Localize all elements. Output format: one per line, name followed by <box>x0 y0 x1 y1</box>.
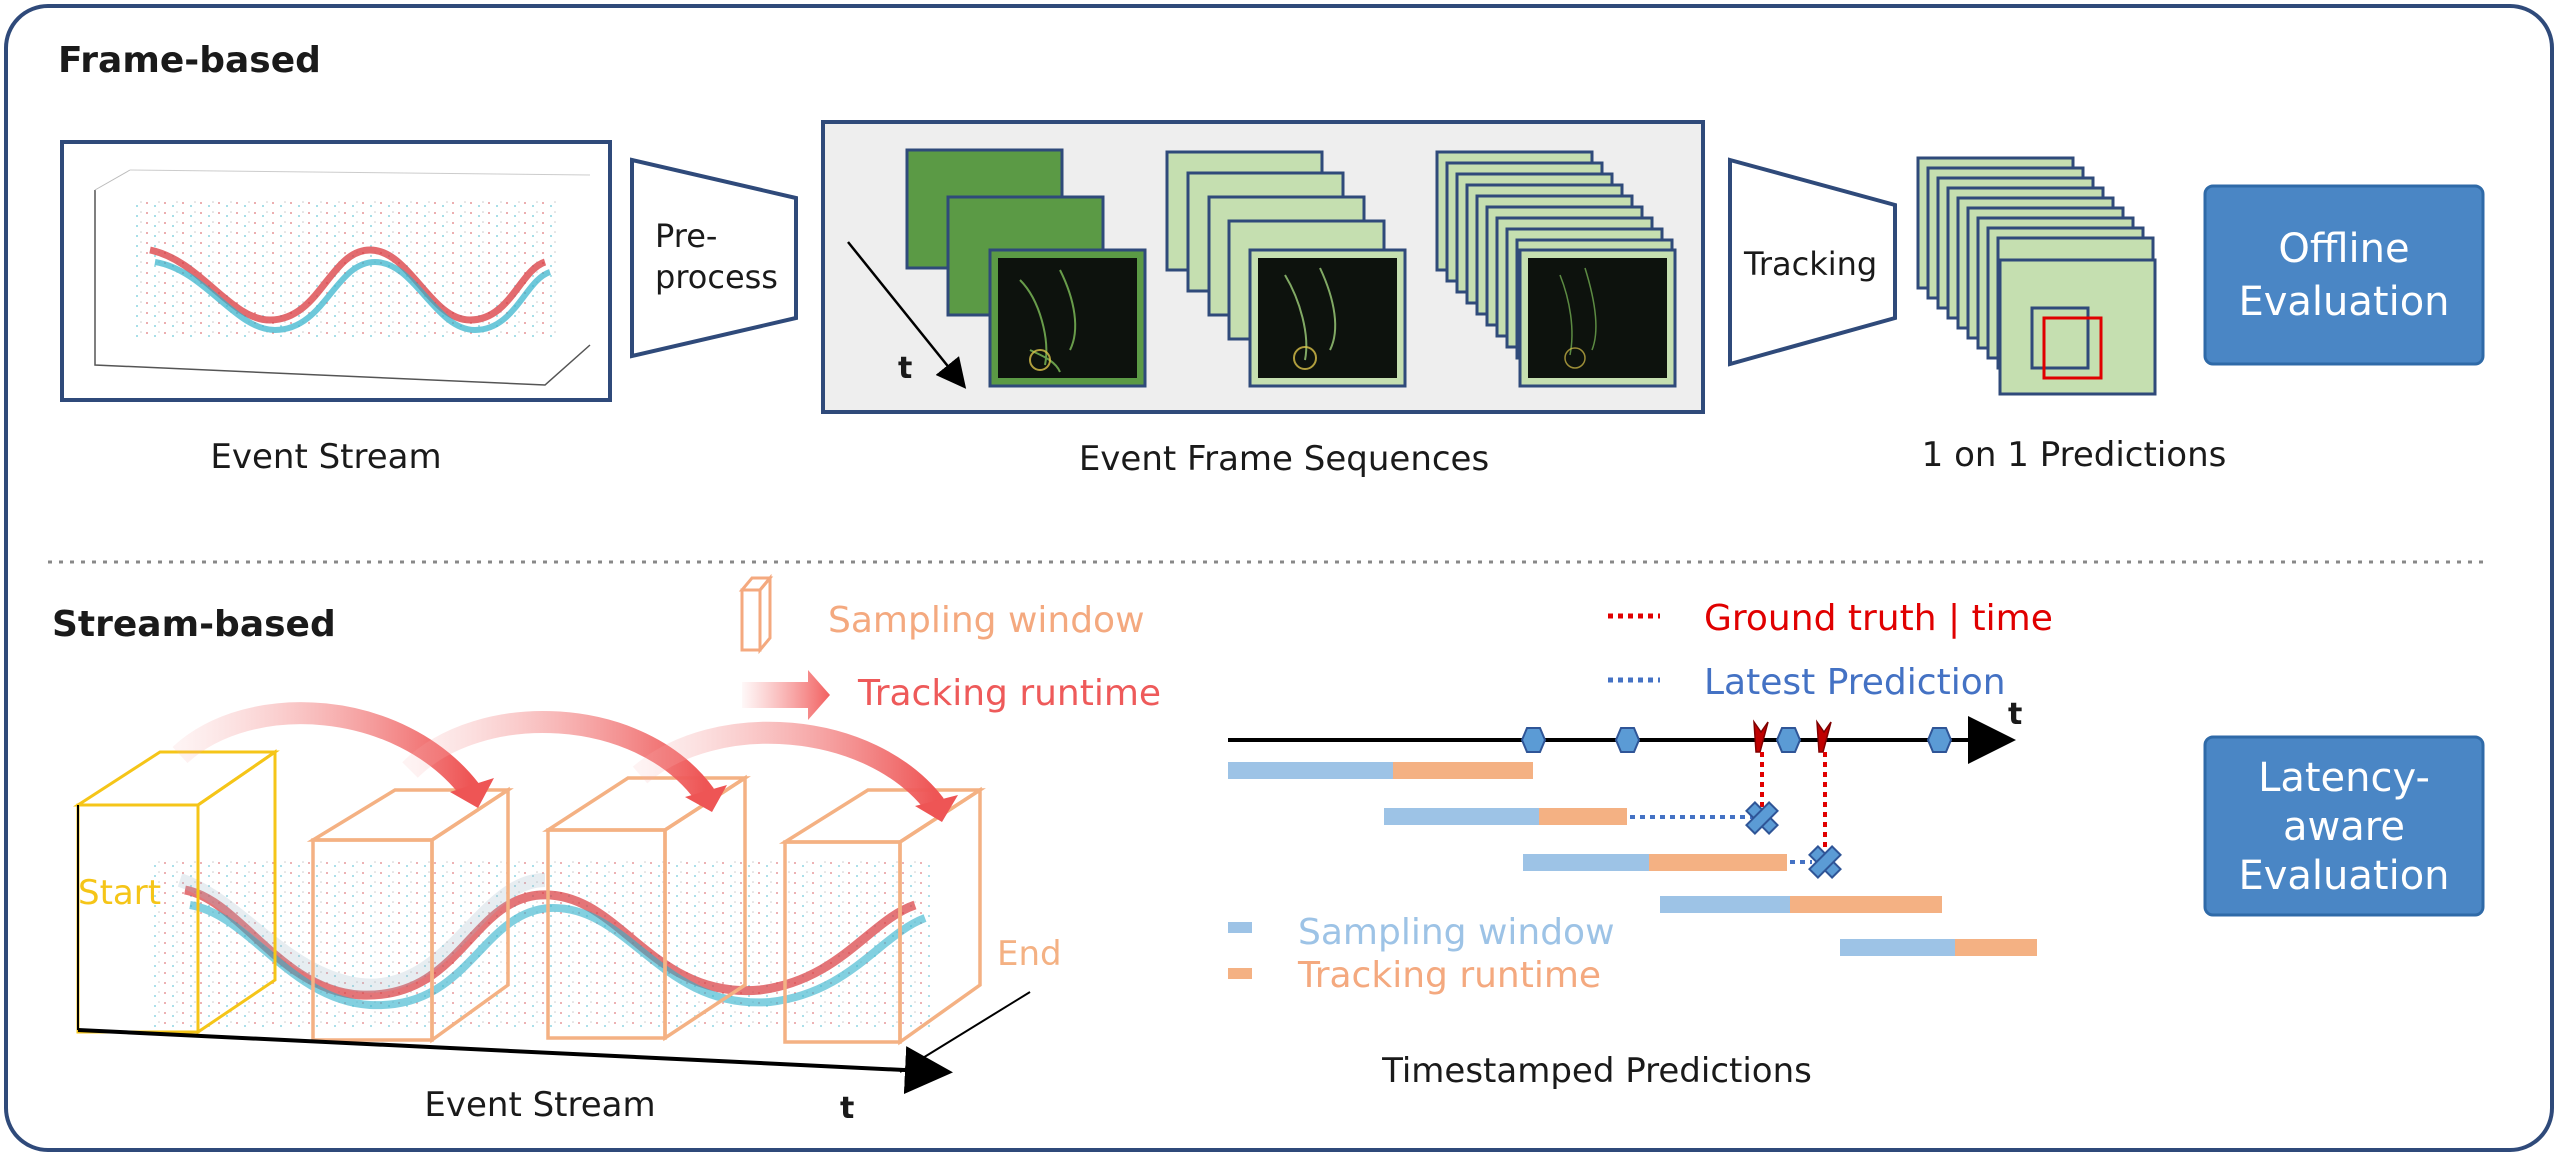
latency-evaluation-line3: Evaluation <box>2238 853 2449 899</box>
cube-icon <box>738 573 774 655</box>
frame-event-stream-panel <box>60 140 612 402</box>
bar-runtime-4 <box>1790 896 1942 913</box>
bar-legend-runtime: Tracking runtime <box>1297 955 1601 996</box>
frame-stack-dense <box>1435 150 1677 388</box>
sampling-window-2 <box>306 786 514 1044</box>
tracking-label: Tracking <box>1743 245 1877 283</box>
hexagon-marker-icon <box>1520 727 1547 753</box>
hexagon-marker-icon <box>1926 727 1953 753</box>
frame-stack-sparse <box>905 148 1147 388</box>
offline-evaluation-box: Offline Evaluation <box>2203 184 2485 366</box>
latency-evaluation-line1: Latency- <box>2258 755 2430 801</box>
latency-aware-evaluation-box: Latency- aware Evaluation <box>2203 735 2485 917</box>
bar-sampling-2 <box>1384 808 1539 825</box>
frame-based-title: Frame-based <box>58 40 321 81</box>
bar-runtime-5 <box>1955 939 2037 956</box>
start-label: Start <box>78 873 161 913</box>
bar-runtime-3 <box>1649 854 1787 871</box>
cross-marker-icon <box>1745 801 1779 835</box>
frame-time-arrow <box>847 241 967 389</box>
bar-sampling-4 <box>1660 896 1790 913</box>
timestamped-predictions-label: Timestamped Predictions <box>1381 1051 1812 1091</box>
bar-runtime-2 <box>1539 808 1627 825</box>
event-frame-sequences-panel: t <box>821 120 1705 414</box>
end-label: End <box>997 934 1062 974</box>
event-stream-plot <box>94 169 591 386</box>
event-frame-sequences-label: Event Frame Sequences <box>1079 439 1489 479</box>
gt-legend-text: Ground truth | time <box>1704 598 2053 639</box>
bar-runtime-1 <box>1393 762 1533 779</box>
timeline-axis-label: t <box>2008 697 2022 732</box>
preprocess-label-line1: Pre- <box>655 217 717 255</box>
offline-evaluation-line1: Offline <box>2278 226 2409 272</box>
legend-sampling-window: Sampling window <box>828 600 1145 641</box>
stream-based-title: Stream-based <box>52 604 336 645</box>
preprocess-block: Pre- process <box>630 157 798 359</box>
prediction-box-icon <box>2030 306 2090 370</box>
stream-event-stream-label: Event Stream <box>424 1085 655 1125</box>
hexagon-marker-icon <box>1775 727 1802 753</box>
gt-flag-icon <box>1816 719 1832 753</box>
offline-evaluation-line2: Evaluation <box>2238 279 2449 325</box>
latency-evaluation-line2: aware <box>2283 804 2405 850</box>
tracking-block: Tracking <box>1728 157 1897 367</box>
sampling-window-4 <box>778 786 986 1046</box>
latest-pred-legend-text: Latest Prediction <box>1704 662 2006 703</box>
bar-legend-runtime-swatch <box>1228 968 1252 979</box>
runtime-arrow-3 <box>632 721 944 812</box>
hexagon-marker-icon <box>1614 727 1641 753</box>
predictions-label: 1 on 1 Predictions <box>1922 435 2227 475</box>
frame-event-stream-label: Event Stream <box>210 437 441 477</box>
prediction-timeline: t <box>1228 697 2037 956</box>
bar-sampling-3 <box>1523 854 1649 871</box>
predictions-stack <box>1916 156 2157 396</box>
legend-tracking-runtime: Tracking runtime <box>857 673 1161 714</box>
frame-stack-medium <box>1165 150 1407 388</box>
frame-time-label: t <box>898 351 912 386</box>
arrow-right-icon <box>742 670 830 720</box>
ground-truth-box-icon <box>2042 316 2103 380</box>
stream-event-plot: Start End <box>72 702 1062 1095</box>
stream-time-label: t <box>840 1091 854 1126</box>
bar-sampling-1 <box>1228 762 1393 779</box>
bar-legend-sampling: Sampling window <box>1298 912 1615 953</box>
gt-flag-icon <box>1753 719 1769 753</box>
bar-legend-sampling-swatch <box>1228 922 1252 933</box>
preprocess-label-line2: process <box>655 258 778 296</box>
bar-sampling-5 <box>1840 939 1955 956</box>
stream-time-axis <box>77 1028 953 1095</box>
cross-marker-icon <box>1808 845 1842 879</box>
